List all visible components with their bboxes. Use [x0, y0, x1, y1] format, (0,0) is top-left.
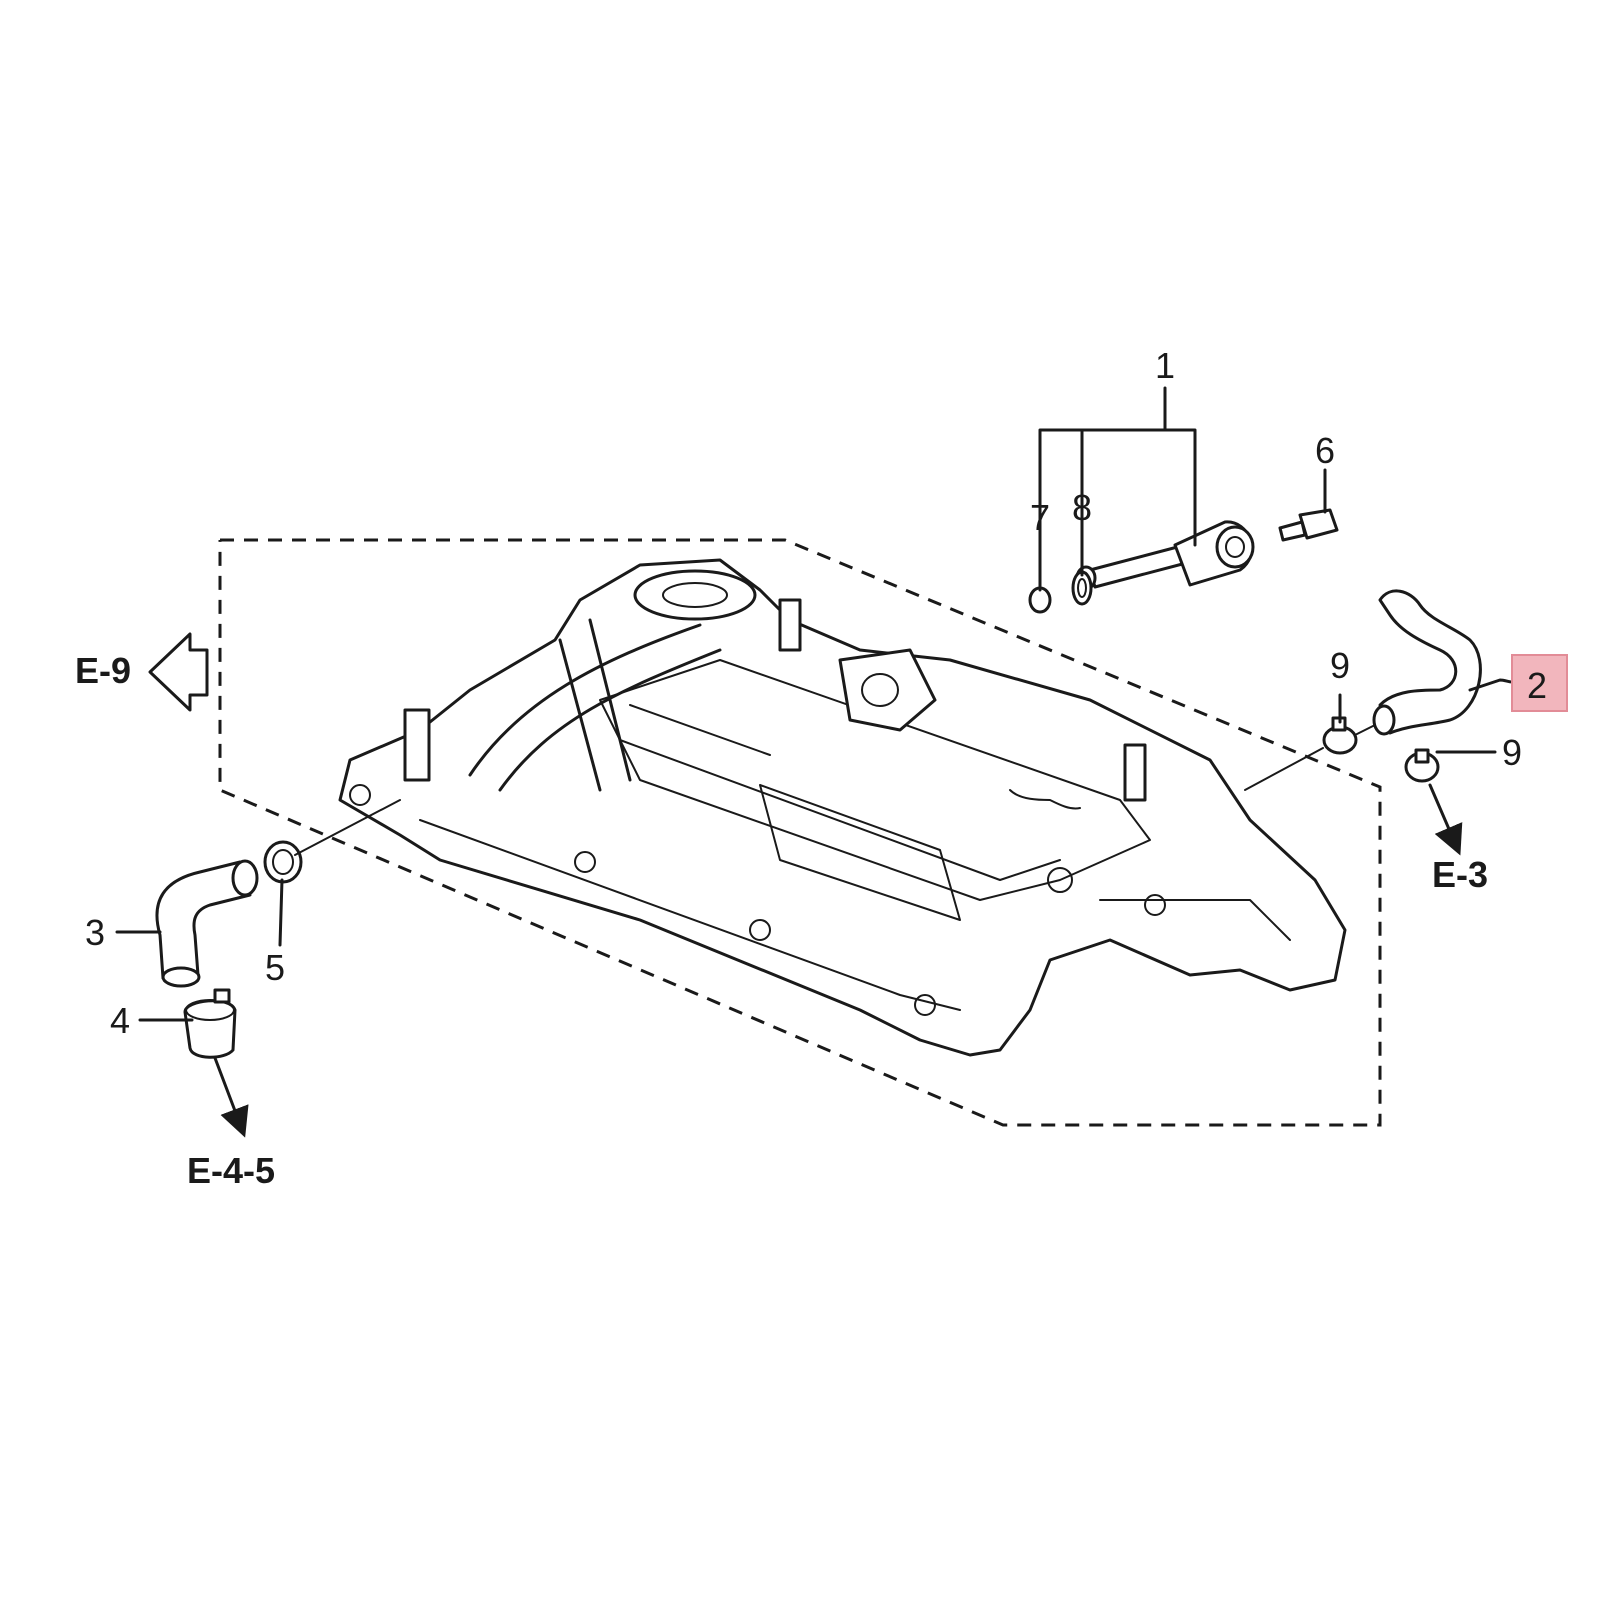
elbow-hose	[155, 859, 259, 988]
callout-7: 7	[1030, 497, 1050, 538]
ref-e3: E-3	[1432, 854, 1488, 895]
callout-9-left: 9	[1330, 645, 1350, 686]
head-cover	[338, 558, 1347, 1057]
breather-hose	[1372, 589, 1482, 736]
clamp-4	[183, 988, 237, 1059]
callout-6: 6	[1315, 430, 1335, 471]
leader-lines	[115, 386, 1514, 1022]
callout-5: 5	[265, 947, 285, 988]
reference-arrows	[148, 632, 1463, 1138]
clamp-5	[263, 840, 303, 884]
pcv-valve	[1075, 520, 1255, 591]
part-2-highlight	[1511, 654, 1568, 712]
callout-4: 4	[110, 1000, 130, 1041]
bolt	[1278, 508, 1339, 542]
hose-clips	[1322, 716, 1440, 783]
callout-3: 3	[85, 912, 105, 953]
ref-e4-5: E-4-5	[187, 1150, 275, 1191]
callout-8: 8	[1072, 487, 1092, 528]
callout-1: 1	[1155, 345, 1175, 386]
e9-direction-arrow	[148, 632, 209, 712]
connection-lines	[294, 724, 1376, 856]
ref-e9: E-9	[75, 650, 131, 691]
callout-9-right: 9	[1502, 732, 1522, 773]
callout-2: 2	[1527, 665, 1547, 706]
assembly-boundary	[218, 538, 1382, 1127]
